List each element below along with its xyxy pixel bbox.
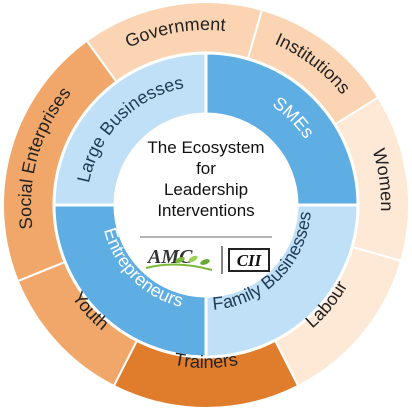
center-title-line-3: Leadership [164, 180, 248, 199]
outer-label-trainers: Trainers [173, 349, 239, 372]
amc-logo: AMC [145, 246, 213, 271]
center-title-line-4: Interventions [157, 201, 254, 220]
inner-ring [52, 51, 360, 359]
cii-logo-box [228, 248, 270, 272]
center-title: The Ecosystem for Leadership Interventio… [147, 138, 264, 220]
cii-logo-wordmark: CII [237, 251, 263, 270]
leaf-icon [200, 259, 210, 265]
leaf-icon [145, 263, 213, 271]
inner-segment-family-businesses [204, 203, 360, 359]
leaf-icon [175, 256, 185, 264]
center-title-line-2: for [196, 159, 216, 178]
amc-logo-wordmark: AMC [146, 246, 193, 268]
center-title-line-1: The Ecosystem [147, 138, 264, 157]
leaf-icon [188, 255, 198, 263]
cii-logo: CII [228, 248, 270, 272]
inner-segment-entrepreneurs [52, 203, 208, 359]
